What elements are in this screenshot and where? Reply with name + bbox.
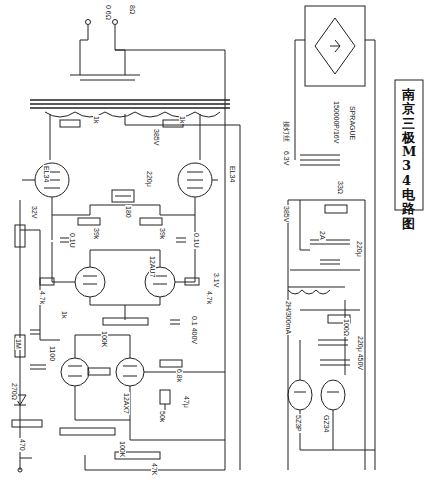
component-label: 2H/300mA: [285, 300, 292, 335]
component-label: 12AU7: [149, 255, 156, 278]
component-label: 470: [19, 438, 26, 452]
component-label: 47μ: [183, 395, 190, 409]
component-label: 4.7k: [39, 290, 46, 305]
component-label: 32V: [31, 205, 38, 219]
component-label: 0.1U: [193, 232, 200, 249]
component-label: 8Ω: [129, 4, 136, 15]
component-label: EL34: [43, 165, 50, 183]
component-label: 180: [125, 205, 132, 219]
component-label: EL34: [229, 165, 236, 183]
component-label: 385V: [283, 205, 290, 223]
component-label: GZ34: [323, 414, 330, 434]
component-label: 1M: [15, 338, 22, 350]
component-label: 39k: [93, 227, 100, 240]
component-label: 1k: [93, 115, 100, 124]
component-label: 220μ: [356, 240, 363, 258]
component-label: 39k: [159, 227, 166, 240]
component-label: 4.7k: [206, 290, 213, 305]
component-label: 1100: [49, 345, 56, 362]
component-label: 6.8k: [176, 368, 183, 383]
component-label: 100Ω: [343, 318, 350, 337]
component-label: 0.1U: [69, 232, 76, 249]
component-label: 接灯丝: [283, 120, 290, 143]
component-label: 3.1V: [213, 272, 220, 288]
component-label: 220μ: [146, 170, 153, 188]
component-label: 12AX7: [123, 392, 130, 415]
component-label: SPRAGUE: [349, 105, 356, 141]
component-label: 100K: [119, 440, 126, 458]
component-label: 1k: [179, 115, 186, 124]
component-label: 6.3V: [283, 150, 290, 166]
component-label: 385V: [153, 128, 160, 146]
component-label: 50k: [159, 410, 166, 423]
component-label: 100K: [101, 330, 108, 348]
component-label: 33Ω: [337, 180, 344, 195]
component-label: 0.1 400V: [191, 315, 198, 345]
component-label: 2A: [319, 230, 326, 241]
component-label: 47K: [151, 462, 158, 476]
component-label: 150000P/16V: [333, 100, 340, 144]
component-label: 1k: [61, 310, 68, 319]
title-text: 南京三极M34电路图: [402, 88, 415, 231]
component-label: 270Ω: [11, 382, 18, 401]
component-label: 0 6Ω: [105, 4, 112, 21]
component-label: 220μ 450V: [357, 335, 364, 371]
component-label: 5Z3P: [295, 414, 302, 433]
